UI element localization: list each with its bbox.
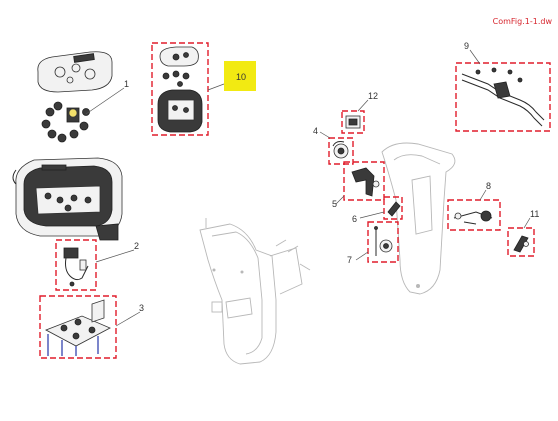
part-group-11[interactable] — [507, 227, 535, 257]
frame-shell — [199, 218, 311, 365]
callout-10-highlight — [224, 61, 256, 91]
callout-11: 11 — [530, 209, 539, 219]
leader-3 — [115, 311, 141, 327]
callout-10: 10 — [236, 72, 246, 82]
part-group-1[interactable] — [12, 51, 123, 241]
part-group-7[interactable] — [367, 221, 399, 263]
part-group-3[interactable] — [39, 295, 117, 359]
part-group-8[interactable] — [447, 199, 501, 231]
leader-11 — [523, 217, 531, 229]
leader-6 — [359, 211, 385, 219]
part-group-6[interactable] — [383, 196, 403, 220]
leader-7 — [355, 251, 369, 261]
callout-5: 5 — [332, 199, 337, 209]
callout-4: 4 — [313, 126, 318, 136]
part-group-10[interactable] — [151, 42, 209, 136]
callout-2: 2 — [134, 241, 139, 251]
callout-7: 7 — [347, 255, 352, 265]
part-group-9[interactable] — [455, 62, 551, 132]
leader-1 — [85, 87, 125, 115]
callout-1: 1 — [124, 79, 129, 89]
part-group-12[interactable] — [341, 110, 365, 134]
leader-9 — [469, 49, 481, 65]
callout-8: 8 — [486, 181, 491, 191]
callout-12: 12 — [368, 91, 378, 101]
part-group-5[interactable] — [343, 161, 385, 201]
leader-5 — [335, 195, 345, 205]
leader-10 — [207, 83, 225, 91]
part-group-2[interactable] — [55, 239, 97, 291]
frame-housing — [381, 142, 456, 295]
callout-6: 6 — [352, 214, 357, 224]
callout-3: 3 — [139, 303, 144, 313]
figure-caption: ComFig.1-1.dw — [492, 17, 552, 26]
callout-9: 9 — [464, 41, 469, 51]
leader-2 — [95, 249, 135, 263]
leader-4 — [319, 131, 331, 139]
part-group-4[interactable] — [328, 137, 354, 165]
leader-8 — [479, 189, 487, 201]
leader-12 — [357, 99, 369, 112]
